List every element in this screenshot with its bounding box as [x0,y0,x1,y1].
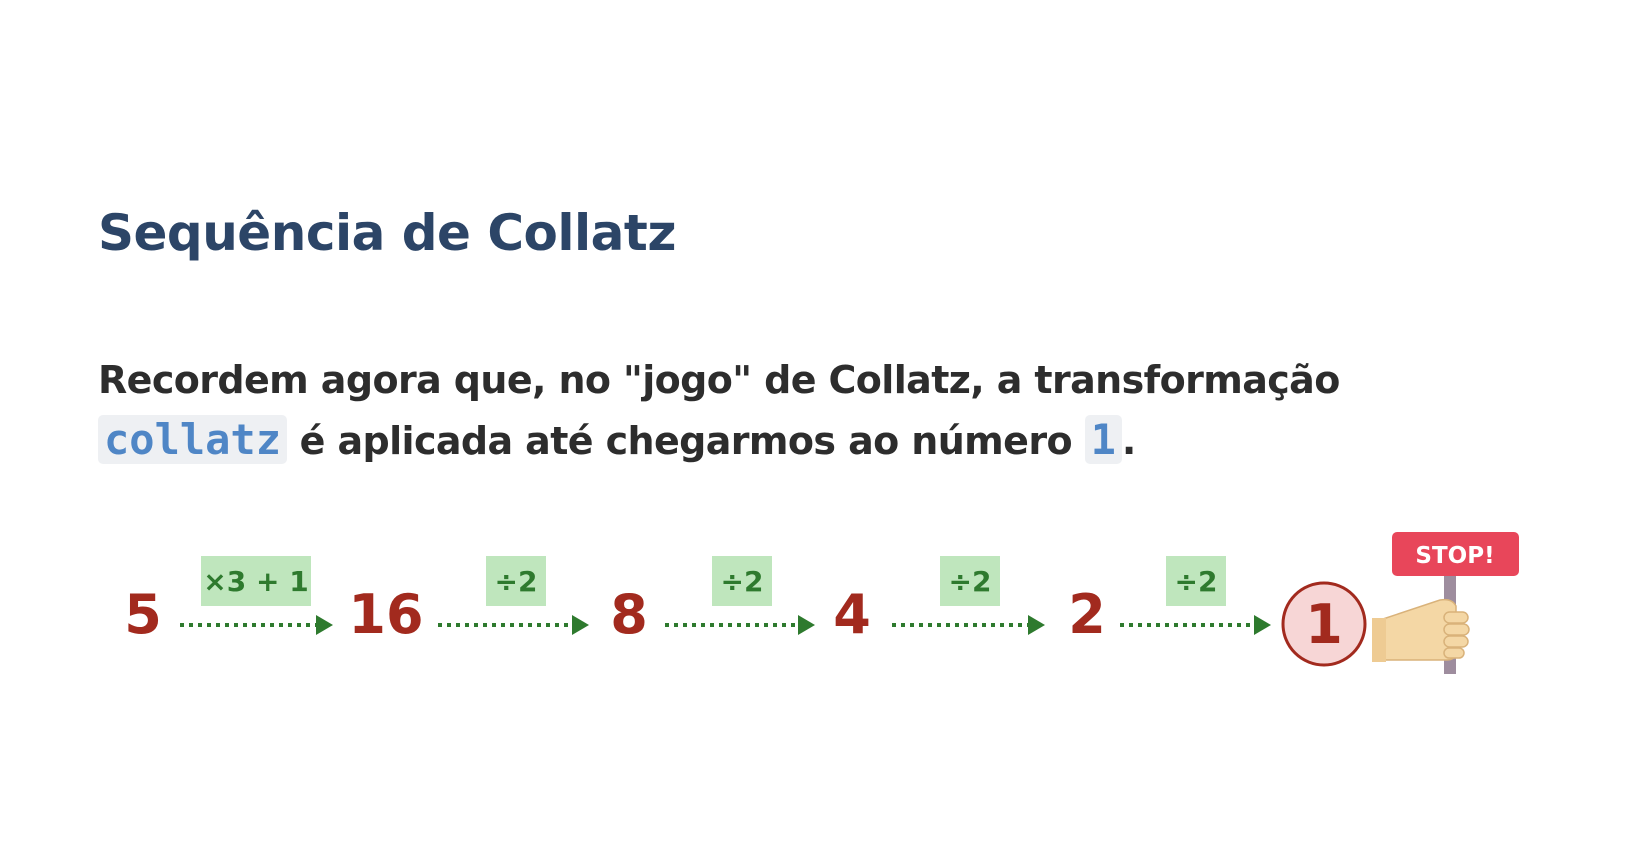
code-number-one: 1 [1084,415,1122,464]
arrow [180,615,333,635]
operation-label: ÷2 [949,565,992,598]
operation-label: ÷2 [721,565,764,598]
intro-end-text: . [1121,419,1136,463]
operation-label: ÷2 [495,565,538,598]
sequence-number: 8 [610,583,648,646]
sequence-number: 5 [124,583,162,646]
final-number-circle [1281,581,1367,667]
sequence-number: 2 [1068,583,1106,646]
operation-label-box [486,556,546,606]
operation-label-box [940,556,1000,606]
sequence-number: 4 [833,583,871,646]
arrow [1120,615,1271,635]
operation-label-box [201,556,311,606]
intro-line-1: Recordem agora que, no "jogo" de Collatz… [98,358,1340,402]
sequence-number: 16 [348,583,423,646]
operation-label: ÷2 [1175,565,1218,598]
operation-label: ×3 + 1 [203,565,308,598]
page-title: Sequência de Collatz [98,204,676,262]
stop-sign-hand-icon: STOP! [1372,532,1519,674]
operation-label-box [1166,556,1226,606]
arrow [438,615,589,635]
arrow [665,615,815,635]
operation-label-box [712,556,772,606]
stop-sign-text: STOP! [1415,543,1494,569]
intro-middle-text: é aplicada até chegarmos ao número [287,419,1085,463]
arrow [892,615,1045,635]
intro-paragraph: Recordem agora que, no "jogo" de Collatz… [98,350,1528,471]
final-number: 1 [1305,593,1343,656]
code-collatz: collatz [98,415,288,464]
